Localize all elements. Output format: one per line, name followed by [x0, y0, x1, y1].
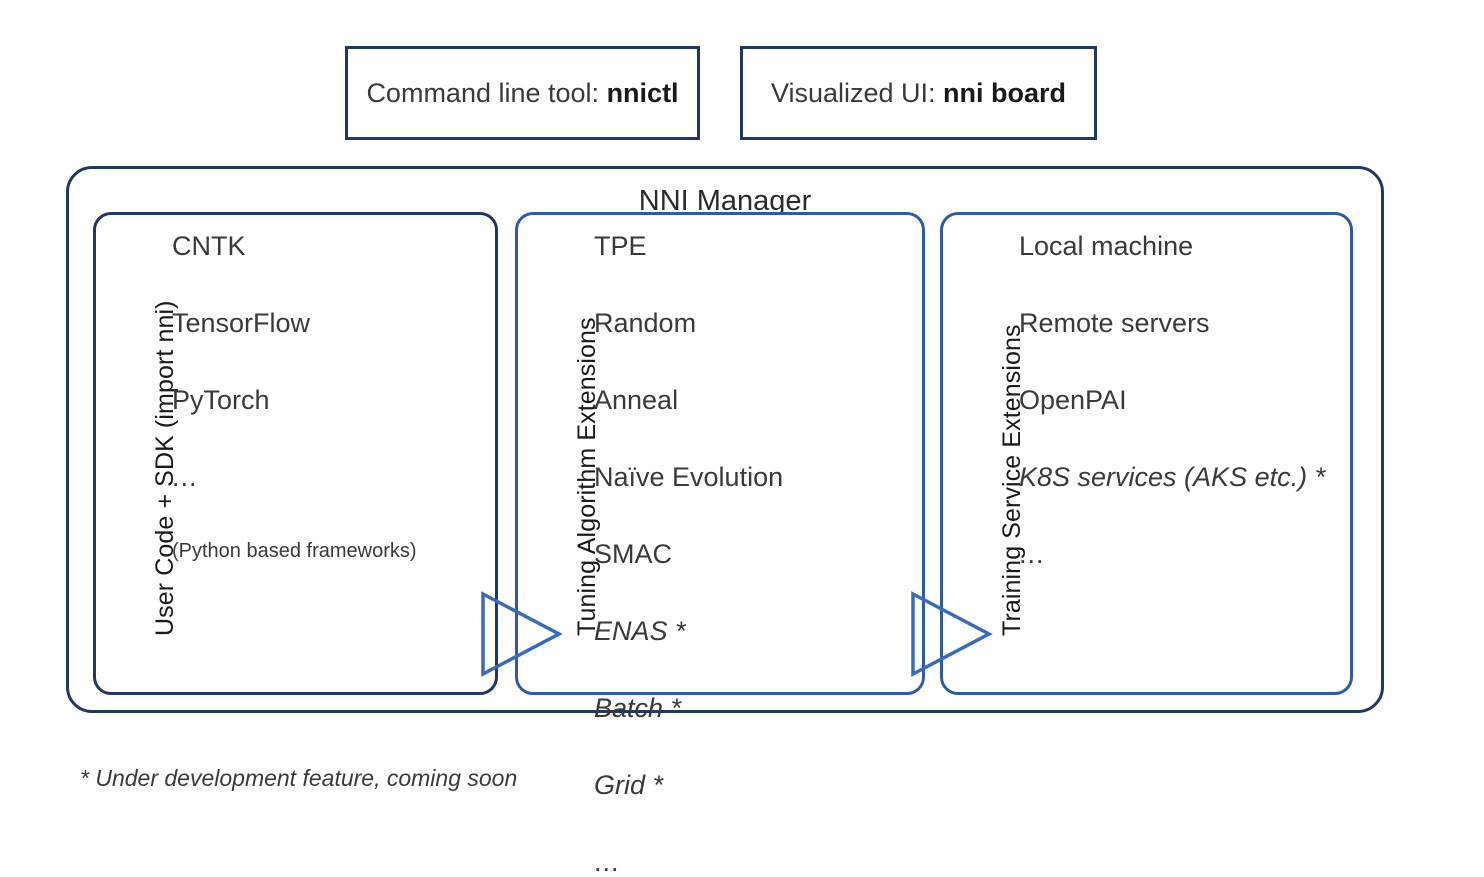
list-item: Local machine [1019, 231, 1194, 261]
list-item: ... [594, 847, 620, 877]
list-item: Anneal [594, 385, 679, 415]
panel-training-service-extensions: Training Service Extensions Local machin… [940, 212, 1353, 695]
list-item: Random [594, 308, 697, 338]
list-item: Grid * [594, 770, 664, 800]
list-item: CNTK [172, 231, 246, 261]
list-item: SMAC [594, 539, 673, 569]
nni-manager-title: NNI Manager [638, 185, 812, 217]
list-item: Batch * [594, 693, 682, 723]
visualized-ui-box: Visualized UI: nni board [740, 46, 1097, 140]
list-item: TPE [594, 231, 647, 261]
list-item: Naïve Evolution [594, 462, 784, 492]
list-item: ENAS * [594, 616, 686, 646]
list-item: (Python based frameworks) [172, 540, 417, 562]
footnote-under-development: * Under development feature, coming soon [80, 765, 518, 791]
list-item: Remote servers [1019, 308, 1210, 338]
list-item: OpenPAI [1019, 385, 1127, 415]
command-line-tool-box: Command line tool: nnictl [345, 46, 700, 140]
list-item: ... [172, 462, 198, 492]
list-item: TensorFlow [172, 308, 311, 338]
visualized-ui-label: Visualized UI: nni board [770, 77, 1067, 108]
list-item: PyTorch [172, 385, 270, 415]
list-item: ... [1019, 539, 1045, 569]
list-item: K8S services (AKS etc.) * [1019, 462, 1326, 492]
command-line-tool-label: Command line tool: nnictl [366, 77, 679, 108]
